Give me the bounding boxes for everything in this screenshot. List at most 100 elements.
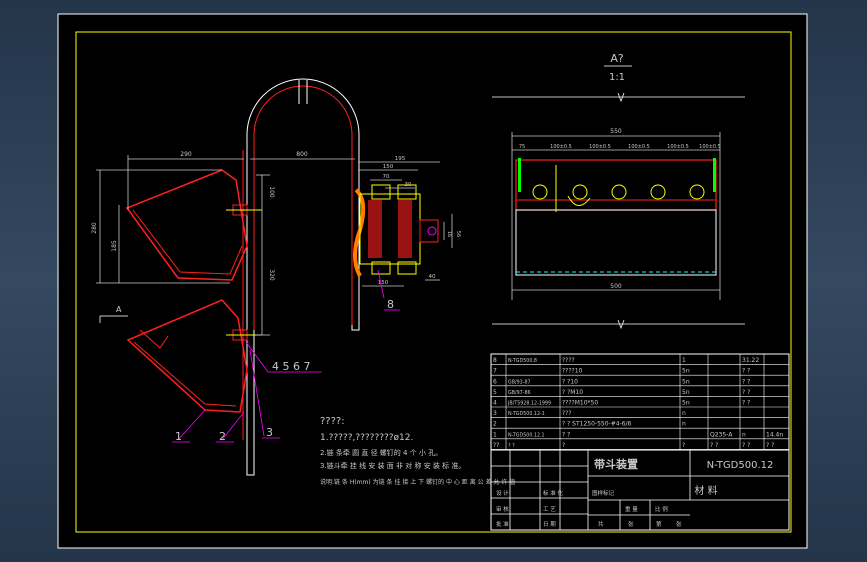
notes-line-1: 1.?????,????????ø12.: [320, 433, 413, 443]
dim-pitch-4: 100±0.5: [667, 144, 689, 150]
section-a-label: A: [116, 305, 122, 314]
lower-bucket-lip: [139, 329, 169, 349]
bom-cell-code: GB/97-86: [508, 390, 531, 396]
bom-cell-no: 4: [493, 400, 497, 407]
bom-cell-weight: ? ?: [742, 400, 750, 407]
bom-cell-note: 14.4n: [766, 431, 783, 438]
side-web-right: [398, 200, 412, 258]
side-dims: [358, 161, 453, 287]
bom-cell-no: 1: [493, 431, 497, 438]
bom-cell-weight: ? ?: [742, 368, 750, 375]
bom-cell-no: 8: [493, 357, 497, 364]
side-nut-bot-b: [397, 261, 417, 275]
bom-cell-code: JB/T5928.12-1999: [507, 401, 551, 407]
tb-process: 工 艺: [543, 506, 556, 513]
bom-cell-no: 5: [493, 389, 497, 396]
tb-standard: 标 准 化: [543, 489, 563, 497]
technical-notes: ????: 1.?????,????????ø12. 2.链 条牵 圆 直 径 …: [320, 416, 515, 486]
top-break-symbol: [617, 92, 625, 103]
bom-cell-qty: 5n: [682, 378, 690, 385]
bom-cell-no: 2: [493, 421, 497, 428]
upper-bucket-inner: [132, 209, 243, 275]
bom-cell-mat: ? ?: [710, 442, 718, 449]
lower-bucket-inner: [133, 341, 237, 407]
dim-320: 320: [268, 269, 275, 281]
view-a-scale: 1:1: [609, 72, 625, 83]
bom-cell-code: N-TGD500.8: [508, 358, 537, 364]
chain-inner-line: [253, 85, 353, 330]
dim-75: 75: [519, 144, 525, 150]
bom-cell-code: GB/93-87: [508, 379, 531, 385]
bom-cell-no: ??: [493, 442, 499, 449]
title-block: 带斗装置 N-TGD500.12 材 料 设 计 标 准 化 审 核 工 艺 批…: [490, 449, 790, 531]
bom-cell-name: ???: [562, 410, 572, 417]
material-label: 材 料: [694, 484, 717, 497]
tb-date: 日 期: [543, 521, 556, 528]
dim-150a: 150: [383, 164, 394, 170]
callout-8: 8: [387, 298, 394, 311]
tb-weight: 重 量: [625, 505, 638, 513]
bom-cell-code: N-TGD500.12-1: [508, 411, 545, 417]
callout-leaders: [172, 341, 322, 443]
dim-pitch-3: 100±0.5: [628, 144, 650, 150]
tb-sheet-total: 共: [598, 520, 604, 528]
tb-sheet-no: 第: [656, 520, 662, 528]
dim-pitch-5: 100±0.5: [699, 144, 721, 150]
bom-cell-weight: n: [742, 431, 746, 438]
side-nut-top-a: [371, 184, 391, 200]
notes-line-4: 说明:链 条 H(mm) 为链 条 挂 接 上 下 螺钉的 中 心 距 离 公 …: [320, 478, 515, 486]
dim-290: 290: [180, 151, 192, 158]
drawing-sheet: [58, 14, 807, 548]
bom-cell-name: ? ?M10: [562, 389, 583, 396]
dim-280: 280: [91, 222, 98, 234]
chain-end: [351, 325, 360, 331]
titleblock-grid: [491, 450, 789, 530]
side-clamp-hole: [427, 226, 437, 236]
outer-border: [57, 13, 808, 549]
callout-8-leader: [377, 269, 385, 299]
bom-cell-weight: ? ?: [742, 442, 750, 449]
callout-3: 3: [266, 426, 273, 439]
bom-cell-code: N-TGD500.12.1: [508, 432, 545, 438]
bom-cell-qty: 5n: [682, 389, 690, 396]
bom-cell-code: ? ?: [508, 443, 515, 449]
bolt-holes: [532, 184, 705, 200]
notes-line-2: 2.链 条牵 圆 直 径 螺钉的 4 个 小 孔。: [320, 448, 442, 457]
dim-pitch-1: 100±0.5: [550, 144, 572, 150]
dim-56: 56: [455, 231, 461, 237]
callout-4567: 4 5 6 7: [272, 360, 310, 373]
dim-150b: 150: [378, 280, 389, 286]
side-nut-bot-a: [371, 261, 391, 275]
part-name: 带斗装置: [594, 457, 638, 471]
dim-100: 100: [268, 186, 275, 198]
dim-500: 500: [610, 283, 622, 290]
notes-title: ????:: [320, 416, 345, 427]
bom-cell-no: 3: [493, 410, 497, 417]
dim-70: 70: [383, 174, 390, 180]
bom-cell-qty: n: [682, 421, 686, 428]
bom-cell-note: ? ?: [766, 442, 774, 449]
elevation-view: 290 800 280 185 100 320 A 4 5 6 7 1 2 3: [91, 78, 360, 476]
tb-designer: 设 计: [496, 489, 509, 497]
bucket-front-lower: [515, 209, 717, 276]
bom-cell-no: 6: [493, 378, 497, 385]
bom-cell-name: ?: [562, 442, 565, 449]
inner-border: [75, 31, 792, 533]
bom-cell-qty: ?: [682, 442, 685, 449]
side-nut-top-b: [397, 184, 417, 200]
bom-cell-qty: 1: [682, 357, 686, 364]
tb-sheet-unit-b: 张: [676, 520, 682, 528]
bom-cell-qty: 5n: [682, 368, 690, 375]
drawing-number: N-TGD500.12: [707, 460, 774, 471]
side-web-left: [368, 200, 382, 258]
side-clamp: [419, 219, 439, 243]
bom-cell-mat: Q235-A: [710, 431, 733, 438]
view-a-title: A?: [610, 52, 624, 65]
tb-sheet-unit-a: 张: [628, 520, 634, 528]
bom-cell-qty: n: [682, 410, 686, 417]
view-a-dims: [511, 132, 721, 300]
bom-cell-weight: 31.22: [742, 357, 759, 364]
